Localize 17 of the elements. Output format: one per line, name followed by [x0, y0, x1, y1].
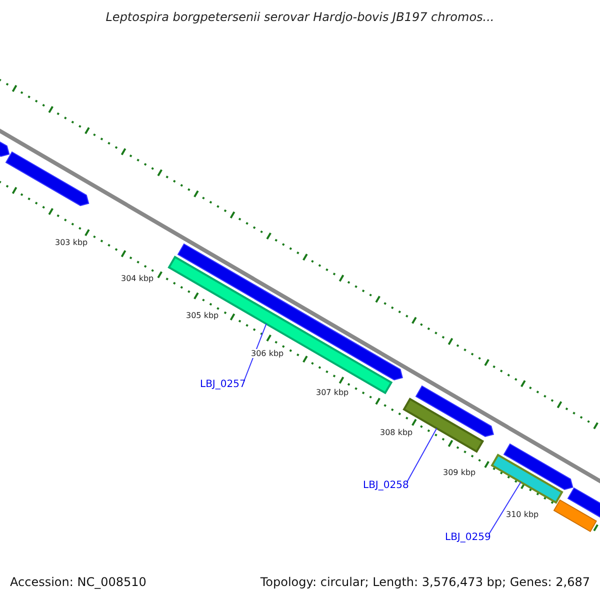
scale-label: 310 kbp [506, 510, 539, 519]
footer-text: Topology: circular; Length: 3,576,473 bp; Genes: 2,687 [260, 575, 590, 589]
scale-label: 304 kbp [121, 274, 154, 283]
scale-label: 305 kbp [186, 311, 219, 320]
gene-bar [490, 454, 564, 504]
scale-label: 309 kbp [443, 468, 476, 477]
leader-line [488, 482, 522, 534]
gene-label: LBJ_0259 [445, 532, 491, 543]
scale-label: 308 kbp [380, 428, 413, 437]
gene-label: LBJ_0258 [363, 480, 409, 491]
scale-label: 303 kbp [55, 238, 88, 247]
scale-label: 307 kbp [316, 388, 349, 397]
footer-text: Accession: NC_008510 [10, 575, 146, 589]
gene-label: LBJ_0257 [200, 379, 246, 390]
leader-line [406, 428, 438, 482]
map-title: Leptospira borgpetersenii serovar Hardjo-bovis JB197 chromos... [104, 10, 496, 24]
scale-label: 306 kbp [251, 349, 284, 358]
